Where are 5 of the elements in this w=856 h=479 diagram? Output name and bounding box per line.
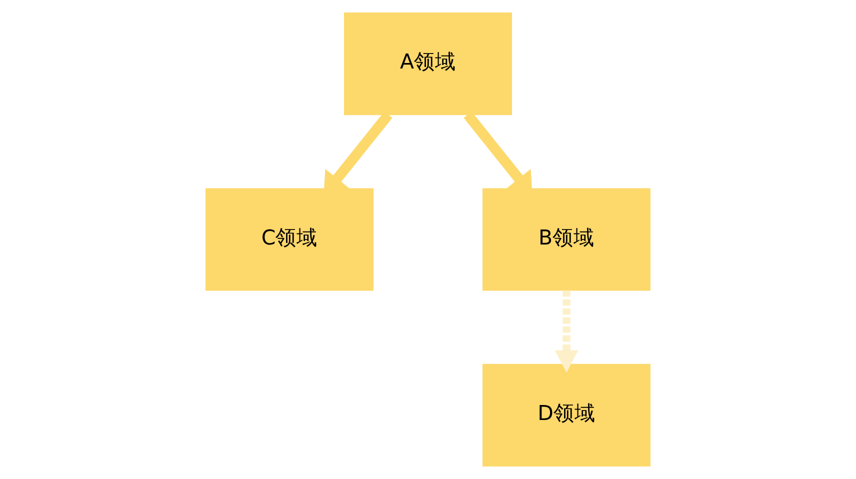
node-box: C领域 bbox=[206, 188, 374, 291]
node-box: D领域 bbox=[482, 364, 650, 466]
arrow bbox=[554, 290, 578, 373]
node-box: A领域 bbox=[344, 12, 512, 116]
node-box: B领域 bbox=[482, 188, 650, 291]
